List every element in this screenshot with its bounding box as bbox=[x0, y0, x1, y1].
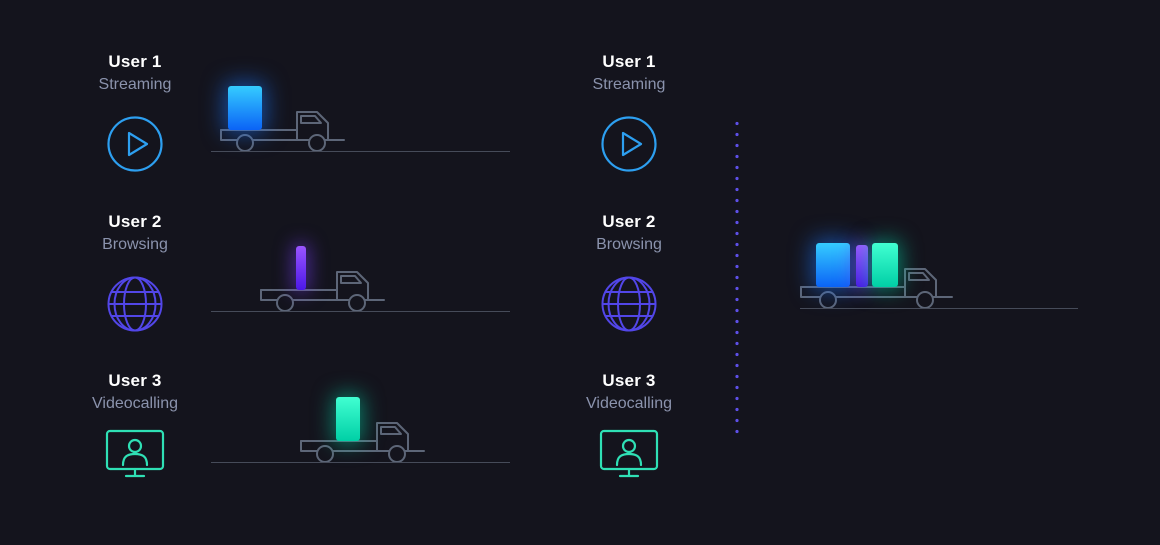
user-name: User 3 bbox=[108, 371, 162, 390]
cargo-package-streaming bbox=[816, 243, 850, 287]
truck-icon-combined bbox=[798, 256, 958, 312]
cargo-package-streaming bbox=[228, 86, 262, 130]
right-user-1-block: User 1 Streaming bbox=[544, 52, 714, 94]
user-activity: Browsing bbox=[102, 236, 168, 253]
globe-icon bbox=[106, 275, 164, 333]
user-name: User 1 bbox=[108, 52, 162, 71]
user-name: User 3 bbox=[602, 371, 656, 390]
cargo-package-videocalling bbox=[872, 243, 898, 287]
user-name: User 2 bbox=[602, 212, 656, 231]
left-user-1-block: User 1 Streaming bbox=[50, 52, 220, 94]
user-activity: Streaming bbox=[592, 76, 666, 93]
play-circle-icon bbox=[106, 115, 164, 173]
user-name: User 1 bbox=[602, 52, 656, 71]
cargo-package-browsing bbox=[296, 246, 306, 290]
ground-line bbox=[211, 462, 510, 463]
cargo-package-videocalling bbox=[336, 397, 360, 441]
truck-icon-user-3 bbox=[298, 410, 430, 466]
right-user-3-block: User 3 Videocalling bbox=[544, 371, 714, 413]
left-user-3-block: User 3 Videocalling bbox=[50, 371, 220, 413]
ground-line bbox=[211, 311, 510, 312]
ground-line bbox=[211, 151, 510, 152]
cargo-package-browsing bbox=[856, 245, 868, 287]
user-name: User 2 bbox=[108, 212, 162, 231]
videocall-monitor-icon bbox=[105, 429, 165, 481]
user-activity: Videocalling bbox=[92, 395, 178, 412]
user-activity: Browsing bbox=[596, 236, 662, 253]
ground-line bbox=[800, 308, 1078, 309]
globe-icon bbox=[600, 275, 658, 333]
videocall-monitor-icon bbox=[599, 429, 659, 481]
user-activity: Videocalling bbox=[586, 395, 672, 412]
truck-icon-user-2 bbox=[258, 259, 390, 315]
play-circle-icon bbox=[600, 115, 658, 173]
left-user-2-block: User 2 Browsing bbox=[50, 212, 220, 254]
user-activity: Streaming bbox=[98, 76, 172, 93]
dotted-separator-line bbox=[735, 118, 739, 440]
right-user-2-block: User 2 Browsing bbox=[544, 212, 714, 254]
